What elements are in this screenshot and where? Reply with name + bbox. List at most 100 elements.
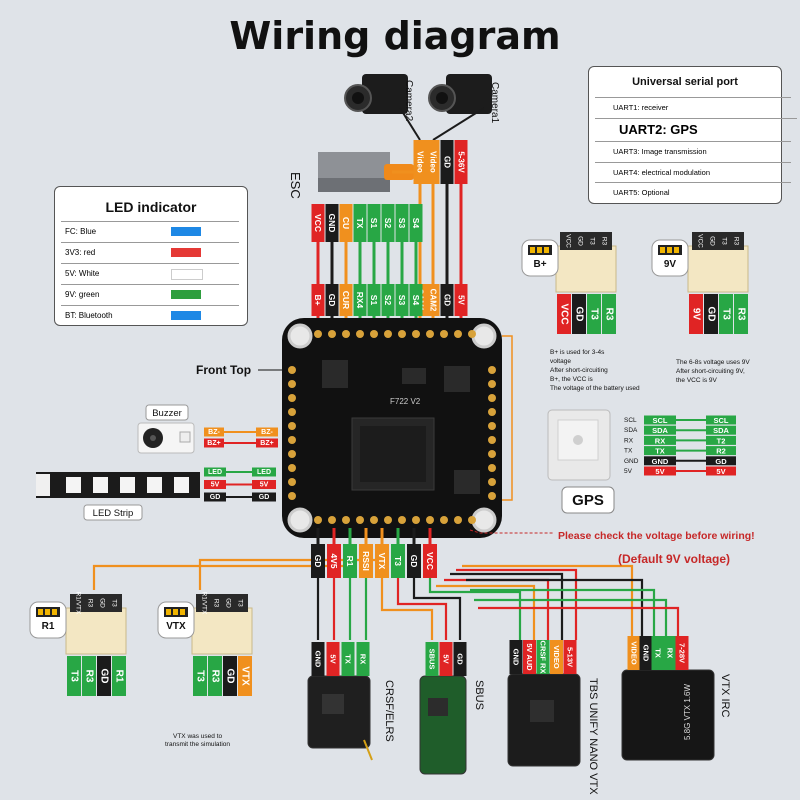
- esc-top-pin: GND: [325, 204, 339, 242]
- pin-box: [425, 642, 439, 676]
- pin-box: [311, 642, 325, 676]
- led-row-label: BT: Bluetooth: [65, 311, 113, 320]
- pin-label: GD: [574, 307, 585, 322]
- led-chip: [120, 477, 135, 493]
- connector-header-pin: VCC: [697, 234, 704, 248]
- pin-label: RX: [666, 648, 675, 658]
- pin-box: [353, 284, 367, 316]
- camera-bottom-pin: CAM2: [426, 284, 440, 316]
- module-wire: [456, 568, 578, 640]
- esc-bottom-pin: B+: [311, 284, 325, 316]
- led-strip-label-box: LED Strip: [83, 504, 143, 521]
- solder-pad: [426, 330, 434, 338]
- led-strip-pin: LED: [204, 467, 226, 477]
- pin-box: [252, 492, 276, 502]
- pin-box: [523, 640, 536, 674]
- camera-top-pin: GD: [440, 140, 454, 184]
- camera-icon: [428, 74, 492, 114]
- led-chip: [174, 477, 189, 493]
- esc-top-pin: S4: [409, 204, 423, 242]
- module-pin: GD: [453, 642, 467, 676]
- pin-label: TX: [344, 654, 353, 664]
- pin-label: 5V: [329, 654, 338, 663]
- pin-label: RX4: [355, 292, 365, 309]
- connector-header-pin: T3: [237, 599, 244, 607]
- pin-box: [238, 656, 252, 696]
- connector-pin: R3: [734, 294, 748, 334]
- pin-label: VCC: [425, 552, 435, 570]
- connector-badge: R1: [29, 601, 67, 639]
- module-pin: 5V AUD: [523, 640, 536, 674]
- pin-label: T3: [69, 670, 80, 682]
- esc-top-pin: S1: [367, 204, 381, 242]
- gps-pin: GND: [644, 456, 676, 466]
- module-wire: [436, 584, 536, 640]
- connector-header-pin: GD: [709, 236, 716, 246]
- gps-pin: RX: [644, 435, 676, 445]
- bplus-note: B+ is used for 3-4s: [550, 349, 605, 356]
- pin-box: [644, 456, 676, 466]
- pin-label: GD: [99, 669, 110, 684]
- module-wire: [470, 588, 656, 640]
- connector-pin: R3: [208, 656, 222, 696]
- solder-pad: [288, 380, 296, 388]
- connector-pin: GD: [572, 294, 586, 334]
- solder-pad: [288, 450, 296, 458]
- pin-label: S4: [411, 295, 421, 306]
- badge-pin: [52, 609, 57, 615]
- pin-label: CU: [341, 217, 351, 229]
- pin-box: [706, 425, 736, 435]
- pin-box: [204, 480, 226, 489]
- badge-socket: [36, 607, 60, 617]
- default-voltage-text: (Default 9V voltage): [618, 552, 730, 566]
- pin-label: TX: [355, 218, 365, 229]
- badge-pin: [660, 247, 665, 253]
- gps-module-pin: 5V: [624, 468, 633, 475]
- gps-label: GPS: [572, 492, 604, 509]
- bottom-header-pin: VCC: [423, 544, 437, 578]
- esc-bottom-pin: GD: [325, 284, 339, 316]
- pin-label: R1: [114, 670, 125, 683]
- solder-pad: [488, 436, 496, 444]
- led-swatch: [171, 269, 203, 280]
- gps-module-pin: GND: [624, 458, 639, 465]
- badge-pin: [667, 247, 672, 253]
- bottom-header-pin: RSSI: [359, 544, 373, 578]
- pin-label: T3: [195, 670, 206, 682]
- bottom-header-pin: 4V5: [327, 544, 341, 578]
- connector-header: [560, 232, 612, 250]
- pin-label: SCL: [653, 416, 668, 425]
- led-row-label: 3V3: red: [65, 248, 96, 257]
- camera1-label: Camera1: [489, 82, 500, 124]
- pin-label: S3: [397, 295, 407, 306]
- pin-box: [426, 140, 440, 184]
- pin-label: CAM1: [416, 289, 425, 312]
- pin-box: [734, 294, 748, 334]
- module-pin: SBUS: [425, 642, 439, 676]
- pin-box: [97, 656, 111, 696]
- pin-box: [326, 642, 340, 676]
- bottom-header-pin: GD: [407, 544, 421, 578]
- led-strip-pin: 5V: [204, 480, 226, 489]
- bottom-header-pin: GD: [311, 544, 325, 578]
- flight-controller-board: [282, 318, 502, 538]
- pin-box: [453, 642, 467, 676]
- solder-pad: [488, 408, 496, 416]
- pin-box: [252, 480, 276, 489]
- connector-header-pin: T3: [111, 599, 118, 607]
- connector-pin: 9V: [689, 294, 703, 334]
- led-chip: [93, 477, 108, 493]
- pin-label: VCC: [313, 214, 323, 232]
- connector-header-pin: R3: [213, 599, 220, 608]
- esc-top-pin: S2: [381, 204, 395, 242]
- pin-label: GD: [313, 555, 323, 568]
- pin-box: [381, 284, 395, 316]
- led-strip-label: LED Strip: [93, 508, 134, 519]
- camera-top-pin: 5-36V: [454, 140, 468, 184]
- uart-row: UART1: receiver: [595, 97, 791, 118]
- pin-label: GND: [314, 651, 323, 668]
- pin-box: [706, 415, 736, 425]
- pin-box: [193, 656, 207, 696]
- pin-label: R3: [210, 670, 221, 683]
